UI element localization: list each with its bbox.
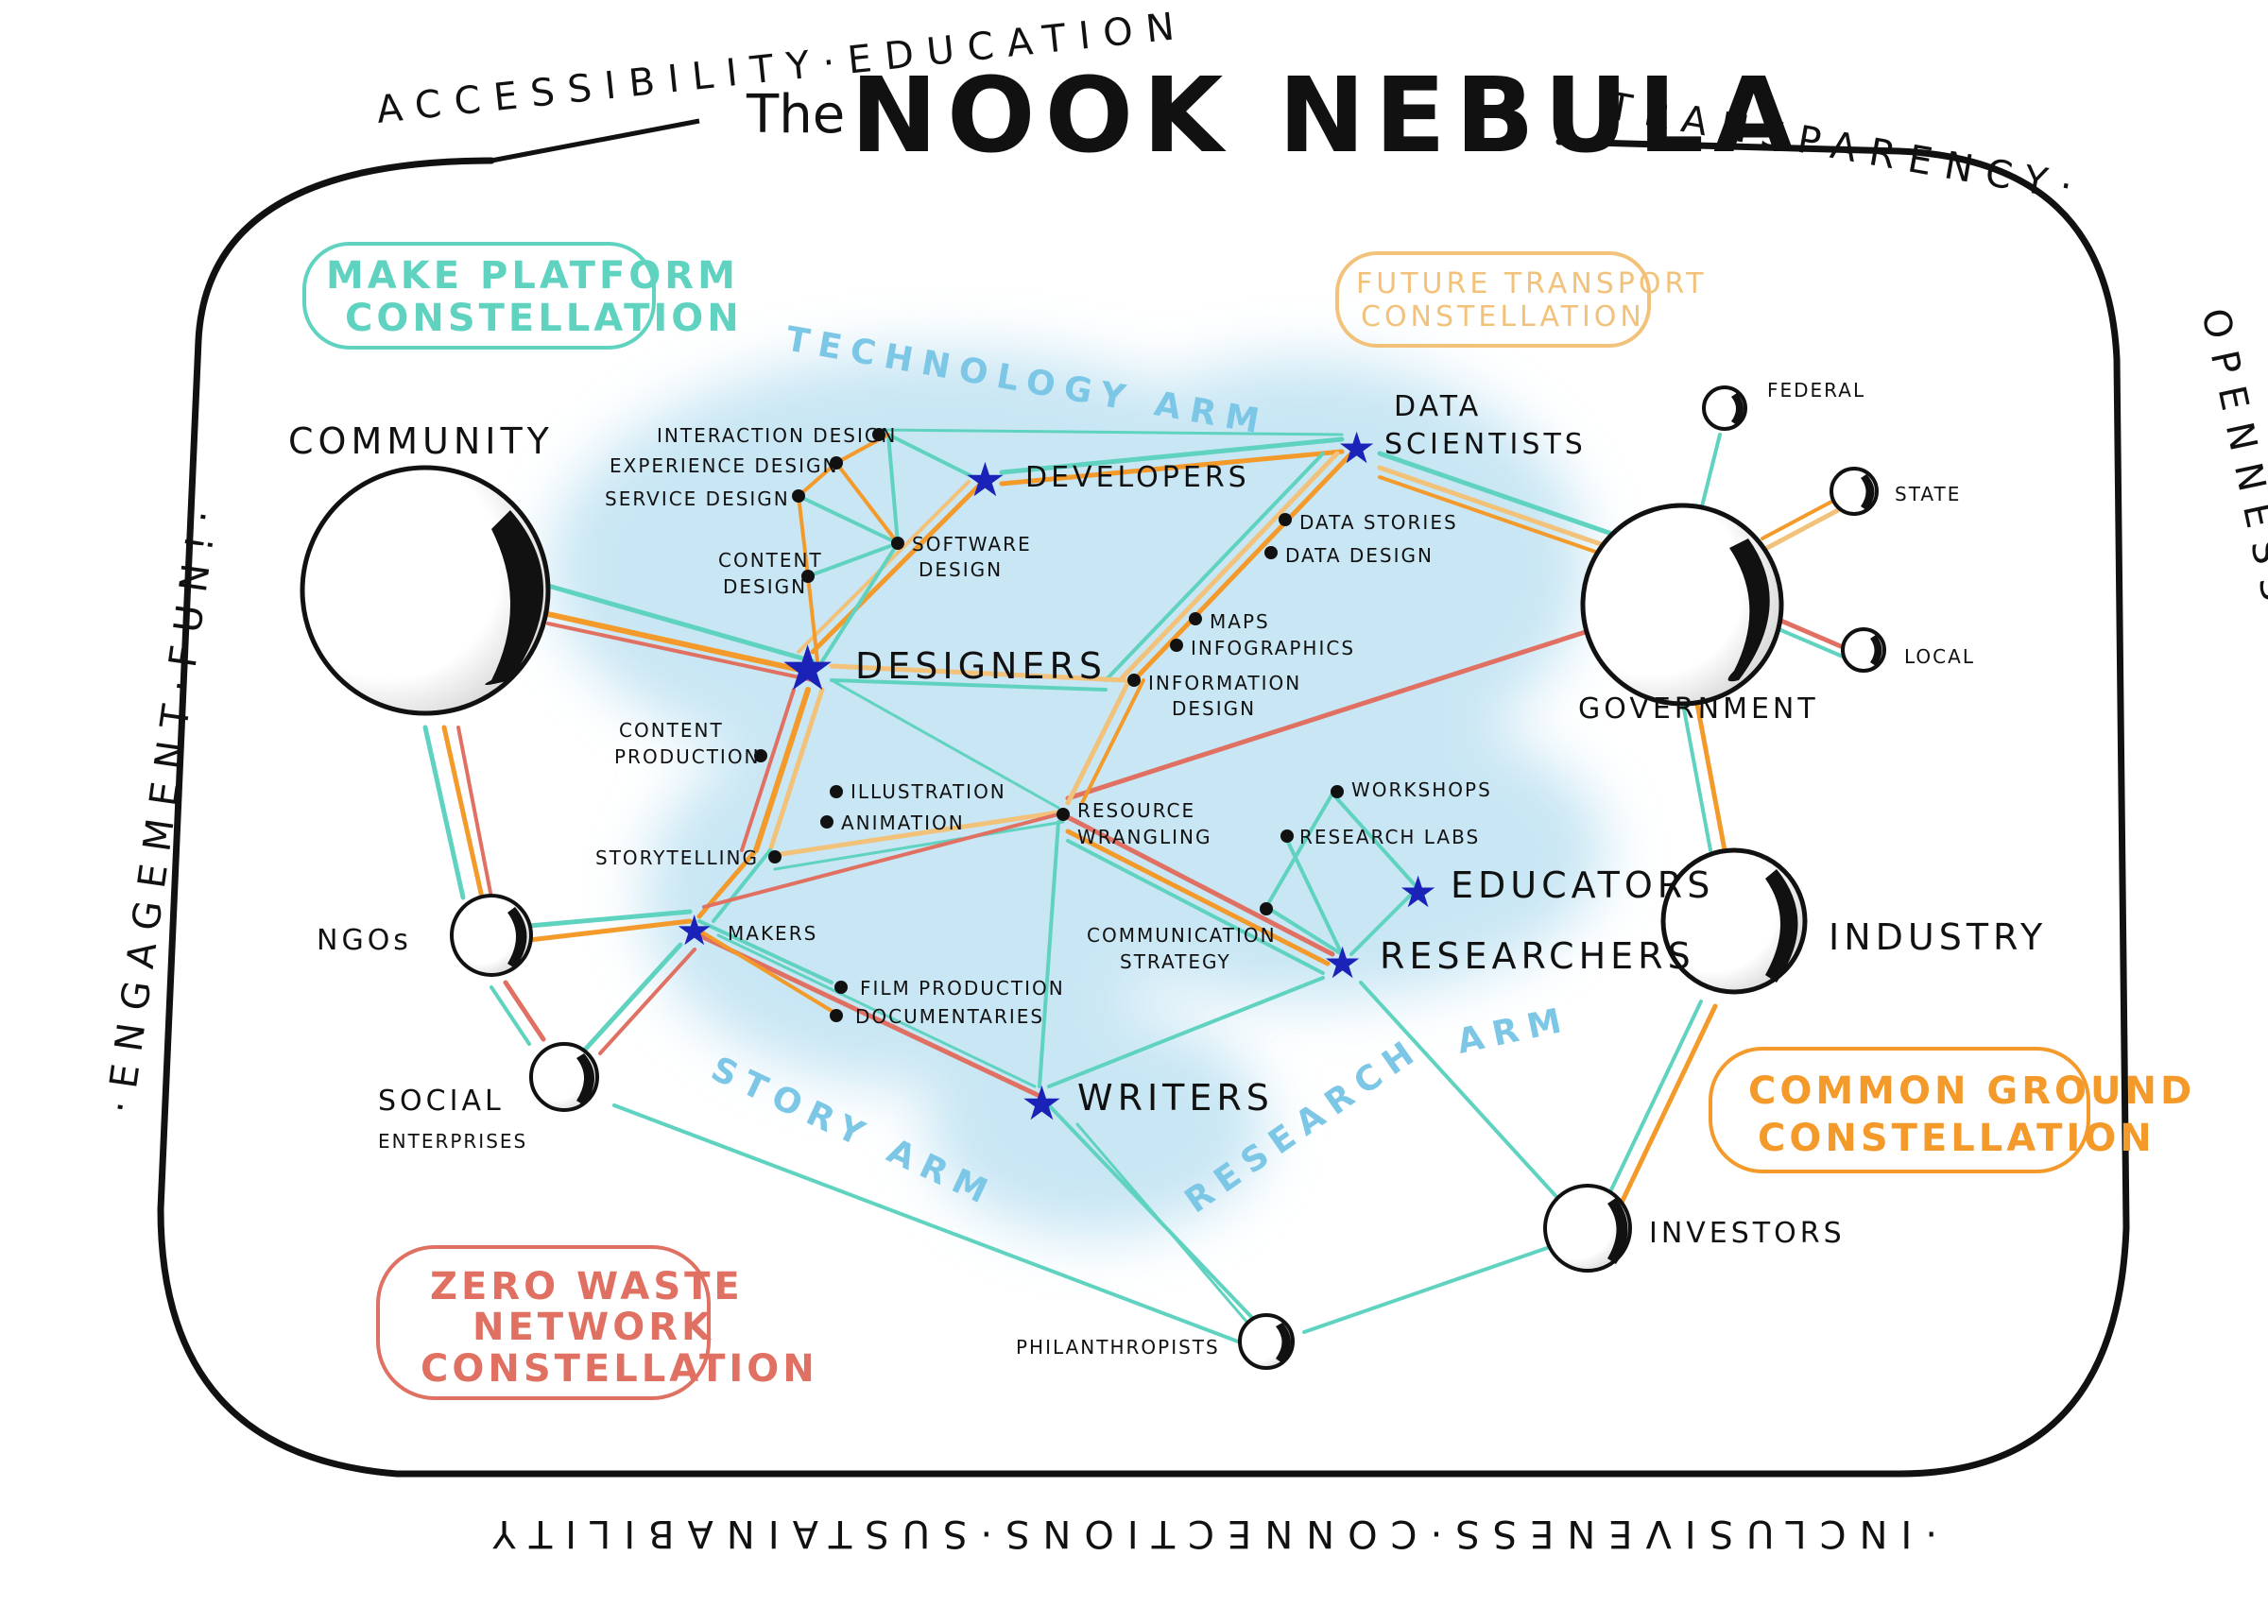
star-educators: ★ [1399,866,1437,917]
data-design-label: DATA DESIGN [1285,544,1434,567]
makers-label: MAKERS [728,922,817,945]
content-design-label-1: CONTENT [718,549,823,572]
page-title: NOOK NEBULA [850,55,1803,176]
data-scientists-label-2: SCIENTISTS [1384,428,1587,461]
svg-text:CONSTELLATION: CONSTELLATION [1758,1117,2156,1160]
connections [422,428,1846,1343]
information-design-label-1: INFORMATION [1148,672,1301,694]
writers-label: WRITERS [1077,1077,1274,1119]
resource-wrangling-label-1: RESOURCE [1077,799,1195,822]
planet-industry [1660,847,1808,995]
svg-text:CONSTELLATION: CONSTELLATION [1361,300,1645,333]
svg-text:★: ★ [1337,422,1376,473]
resource-wrangling-label-2: WRANGLING [1077,826,1212,848]
svg-text:★: ★ [1399,866,1437,917]
svg-text:★: ★ [1021,1076,1063,1131]
title-prefix: The [746,84,845,145]
data-stories-label: DATA STORIES [1299,511,1458,534]
planet-ngos [450,894,533,977]
film-production-label: FILM PRODUCTION [860,977,1065,1000]
software-design-label-1: SOFTWARE [912,533,1032,556]
planet-local [1841,627,1886,673]
svg-text:CONSTELLATION: CONSTELLATION [345,297,743,340]
developers-label: DEVELOPERS [1025,461,1250,494]
svg-text:CONSTELLATION: CONSTELLATION [421,1347,818,1391]
interaction-design-label: INTERACTION DESIGN [657,424,897,447]
frame-border [157,138,2130,1478]
social-enterprises-label-2: ENTERPRISES [378,1130,527,1153]
state-label: STATE [1895,483,1961,505]
planet-state [1830,467,1879,516]
information-design-label-2: DESIGN [1172,697,1256,720]
designers-label: DESIGNERS [855,645,1107,687]
planet-government [1580,503,1784,707]
government-label: GOVERNMENT [1578,692,1819,726]
svg-text:NETWORK: NETWORK [472,1306,714,1349]
border-right: OPENNESS·PARTICIPATORY POLICY MAKING [2192,305,2268,1573]
svg-text:MAKE PLATFORM: MAKE PLATFORM [326,254,739,298]
star-developers: ★ [964,453,1006,507]
content-production-label-2: PRODUCTION [614,745,761,768]
animation-label: ANIMATION [841,812,965,834]
planet-investors [1543,1184,1632,1273]
svg-text:COMMON GROUND: COMMON GROUND [1748,1069,2195,1113]
communication-strategy-label-2: STRATEGY [1120,950,1231,973]
infographics-label: INFOGRAPHICS [1191,637,1355,659]
planet-social-enterprises [529,1042,599,1112]
svg-text:★: ★ [964,453,1006,507]
content-production-label-1: CONTENT [619,719,724,742]
communication-strategy-label-1: COMMUNICATION [1087,924,1277,947]
star-designers: ★ [780,632,835,705]
industry-label: INDUSTRY [1829,916,2047,958]
philanthropists-label: PHILANTHROPISTS [1016,1336,1220,1359]
workshops-label: WORKSHOPS [1351,778,1492,801]
star-writers: ★ [1021,1076,1063,1131]
star-makers: ★ [676,907,713,955]
investors-label: INVESTORS [1649,1217,1846,1250]
community-label: COMMUNITY [288,420,554,462]
research-arm-word: ARM [1453,1000,1573,1061]
ngos-label: NGOs [317,924,412,957]
svg-text:FUTURE TRANSPORT: FUTURE TRANSPORT [1356,267,1708,300]
documentaries-label: DOCUMENTARIES [855,1005,1044,1028]
common-ground-constellation: COMMON GROUND CONSTELLATION [1709,1047,2195,1173]
educators-label: EDUCATORS [1451,864,1714,906]
storytelling-label: STORYTELLING [595,846,759,869]
research-labs-label: RESEARCH LABS [1299,826,1480,848]
federal-label: FEDERAL [1767,379,1865,402]
border-left: ·ENGAGEMENT·FUN!· [98,495,228,1117]
skill-dots [754,428,1344,1022]
border-bottom: ·INCLUSIVENESS·CONNECTIONS·SUSTAINABILIT… [479,1512,1937,1555]
planet-federal [1702,385,1747,431]
planet-philanthropists [1238,1313,1295,1370]
svg-text:★: ★ [676,907,713,955]
local-label: LOCAL [1904,645,1975,668]
illustration-label: ILLUSTRATION [850,780,1006,803]
frame-top-left-stroke [490,118,700,163]
social-enterprises-label-1: SOCIAL [378,1085,505,1118]
svg-text:★: ★ [780,632,835,705]
planet-community [300,465,551,716]
content-design-label-2: DESIGN [723,575,807,598]
svg-text:ZERO WASTE: ZERO WASTE [430,1265,744,1308]
star-data-scientists: ★ [1337,422,1376,473]
maps-label: MAPS [1210,610,1270,633]
make-platform-constellation: MAKE PLATFORM CONSTELLATION [302,242,743,350]
future-transport-constellation: FUTURE TRANSPORT CONSTELLATION [1335,251,1708,348]
zero-waste-constellation: ZERO WASTE NETWORK CONSTELLATION [376,1245,818,1400]
data-scientists-label-1: DATA [1394,390,1482,423]
experience-design-label: EXPERIENCE DESIGN [610,454,838,477]
researchers-label: RESEARCHERS [1380,935,1695,977]
software-design-label-2: DESIGN [919,558,1003,581]
svg-text:★: ★ [1323,937,1362,988]
star-researchers: ★ [1323,937,1362,988]
service-design-label: SERVICE DESIGN [605,487,790,510]
